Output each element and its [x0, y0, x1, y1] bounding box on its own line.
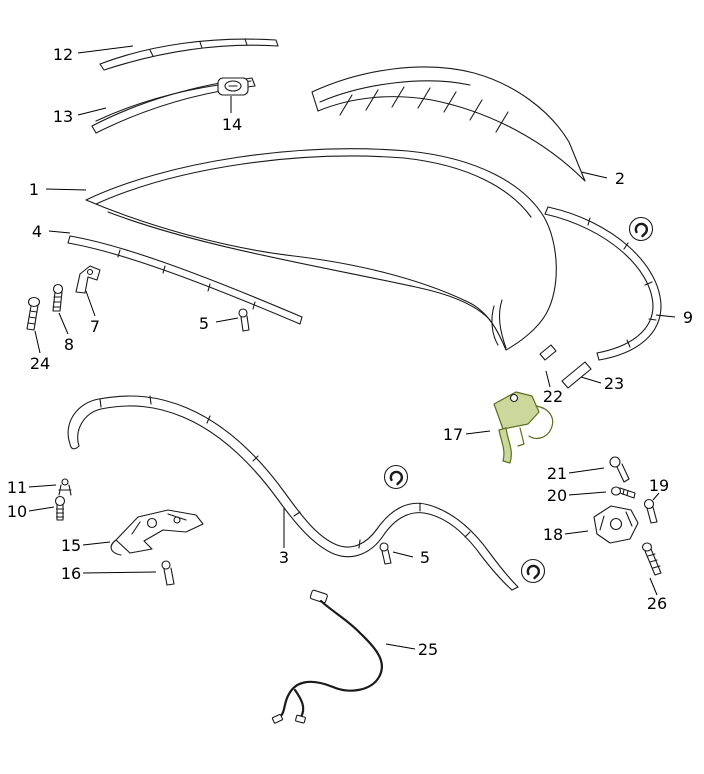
part-striker-18 [593, 505, 639, 544]
part-front-strip-4 [67, 235, 303, 325]
part-screw-16 [161, 560, 175, 586]
clip-symbol-icon [520, 558, 546, 584]
part-label-25[interactable]: 25 [417, 640, 439, 659]
part-trim-22 [539, 344, 557, 361]
clip-symbol-icon [628, 216, 654, 242]
part-latch-15 [110, 509, 204, 556]
part-label-24[interactable]: 24 [29, 354, 51, 373]
part-lock-mechanism-17 [493, 391, 554, 464]
part-label-15[interactable]: 15 [60, 536, 82, 555]
part-screw-5-bottom [379, 542, 392, 565]
part-label-23[interactable]: 23 [603, 374, 625, 393]
part-label-22[interactable]: 22 [542, 387, 564, 406]
part-rear-seal-9 [544, 206, 662, 361]
part-label-5-top[interactable]: 5 [198, 314, 210, 333]
part-screw-10 [54, 495, 66, 521]
part-label-8[interactable]: 8 [63, 335, 75, 354]
part-label-13[interactable]: 13 [52, 107, 74, 126]
part-label-1[interactable]: 1 [28, 180, 40, 199]
part-label-2[interactable]: 2 [614, 169, 626, 188]
part-label-5-bottom[interactable]: 5 [419, 548, 431, 567]
part-pin-21 [609, 456, 630, 483]
part-label-21[interactable]: 21 [546, 464, 568, 483]
part-label-18[interactable]: 18 [542, 525, 564, 544]
part-cable-25 [271, 589, 384, 724]
part-label-10[interactable]: 10 [6, 502, 28, 521]
clip-symbol-icon [383, 464, 409, 490]
part-label-19[interactable]: 19 [648, 476, 670, 495]
part-label-7[interactable]: 7 [89, 317, 101, 336]
part-screw-20 [610, 486, 636, 499]
part-screw-5-top [238, 308, 250, 332]
part-screw-26 [641, 542, 662, 576]
part-side-frame-seal-3 [67, 395, 519, 591]
part-front-seal-strip-12 [99, 38, 279, 71]
part-screw-19 [643, 498, 658, 524]
leader-lines [28, 45, 676, 650]
part-label-16[interactable]: 16 [60, 564, 82, 583]
part-label-26[interactable]: 26 [646, 594, 668, 613]
part-label-4[interactable]: 4 [31, 222, 43, 241]
part-clip-11 [58, 478, 72, 496]
part-trim-23 [561, 361, 592, 389]
part-label-20[interactable]: 20 [546, 486, 568, 505]
part-screw-8 [52, 283, 64, 312]
part-bracket-7 [75, 265, 101, 294]
part-rear-window-glass-2 [311, 66, 586, 182]
part-label-14[interactable]: 14 [221, 115, 243, 134]
part-label-17[interactable]: 17 [442, 425, 464, 444]
part-label-12[interactable]: 12 [52, 45, 74, 64]
part-clip-14 [217, 77, 249, 96]
part-label-11[interactable]: 11 [6, 478, 28, 497]
part-label-9[interactable]: 9 [682, 308, 694, 327]
part-roof-panel-1 [85, 148, 557, 351]
part-screw-24 [26, 296, 41, 331]
part-label-3[interactable]: 3 [278, 548, 290, 567]
